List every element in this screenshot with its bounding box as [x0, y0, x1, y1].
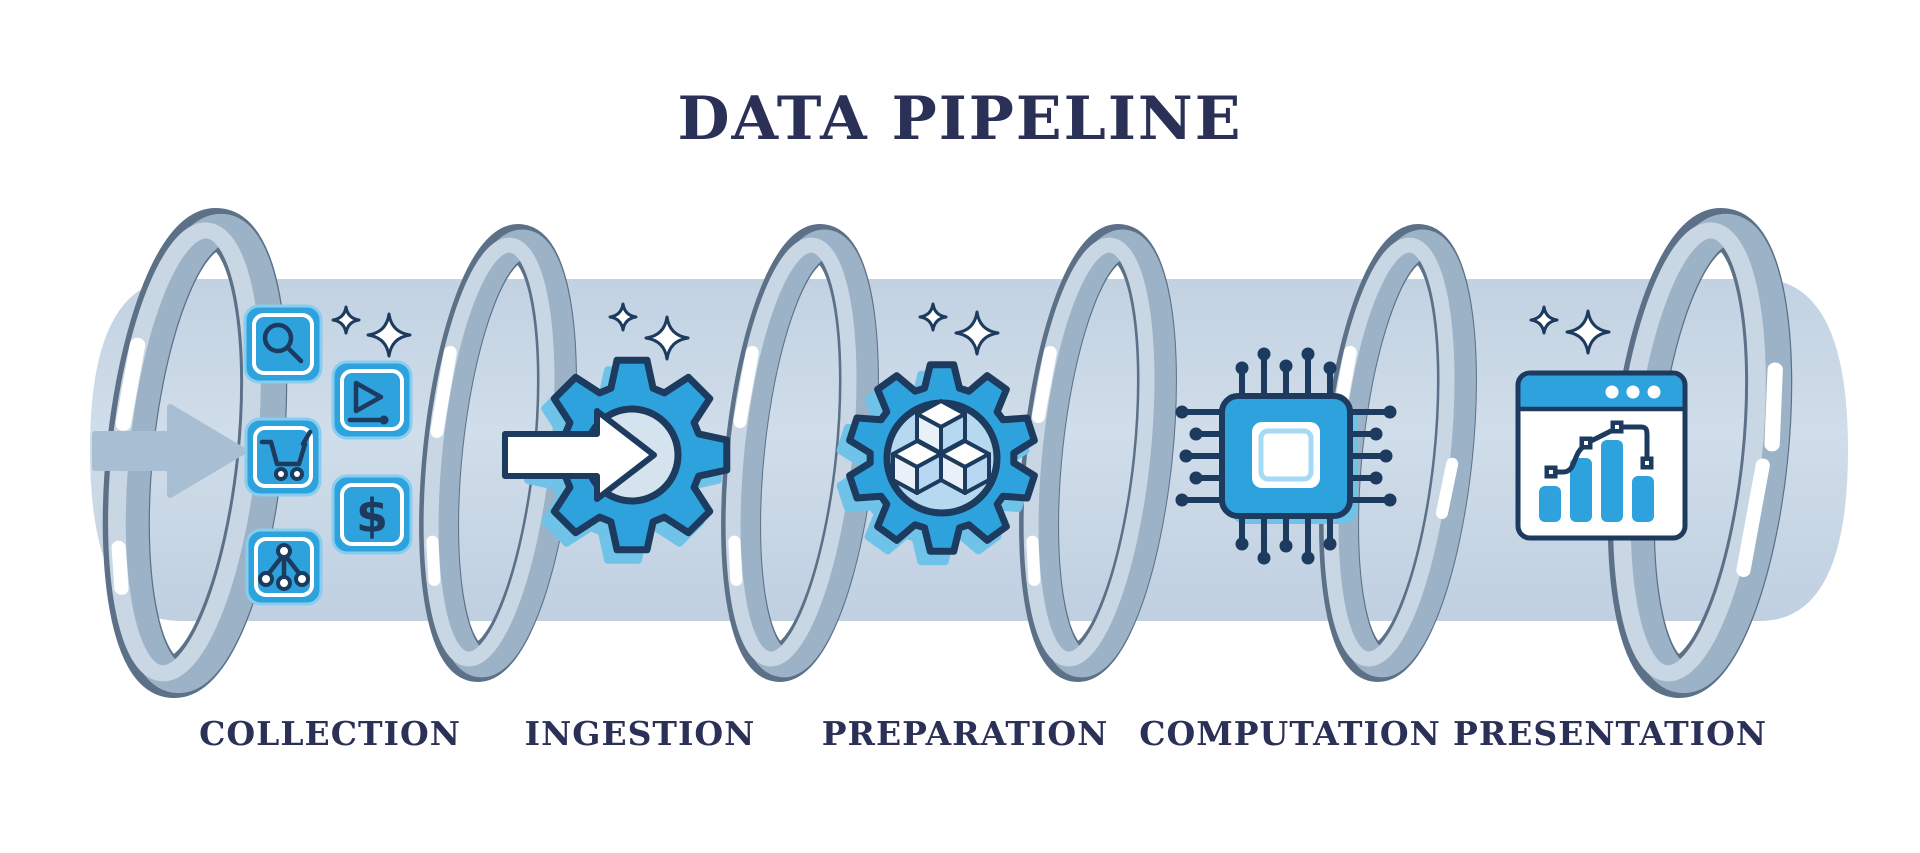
dollar-icon: $ — [331, 474, 413, 555]
sparkles-icon — [608, 302, 690, 361]
anchor-points — [1544, 420, 1654, 479]
sparkles-icon — [1529, 305, 1611, 355]
shopping-cart-icon — [244, 417, 322, 497]
search-icon — [243, 304, 323, 384]
analytics-window-icon — [1515, 305, 1688, 541]
bar-chart-glyph — [1539, 440, 1654, 522]
stage-collection-icons: $ — [243, 304, 413, 606]
pipe-ring-3 — [721, 224, 879, 682]
sparkles-icon — [918, 302, 1000, 356]
gear-cubes-icon — [836, 302, 1038, 566]
microchip-icon — [1175, 347, 1397, 565]
network-nodes-icon — [245, 528, 323, 606]
video-play-icon — [331, 360, 413, 440]
window-dot — [1605, 385, 1619, 399]
page-title: DATA PIPELINE — [677, 84, 1243, 154]
dollar-glyph: $ — [356, 489, 388, 543]
window-dot — [1626, 385, 1640, 399]
window-dot — [1647, 385, 1661, 399]
gear-arrow-icon — [502, 302, 731, 564]
sparkles-icon — [331, 305, 412, 358]
flow-arrow-icon — [92, 404, 247, 498]
